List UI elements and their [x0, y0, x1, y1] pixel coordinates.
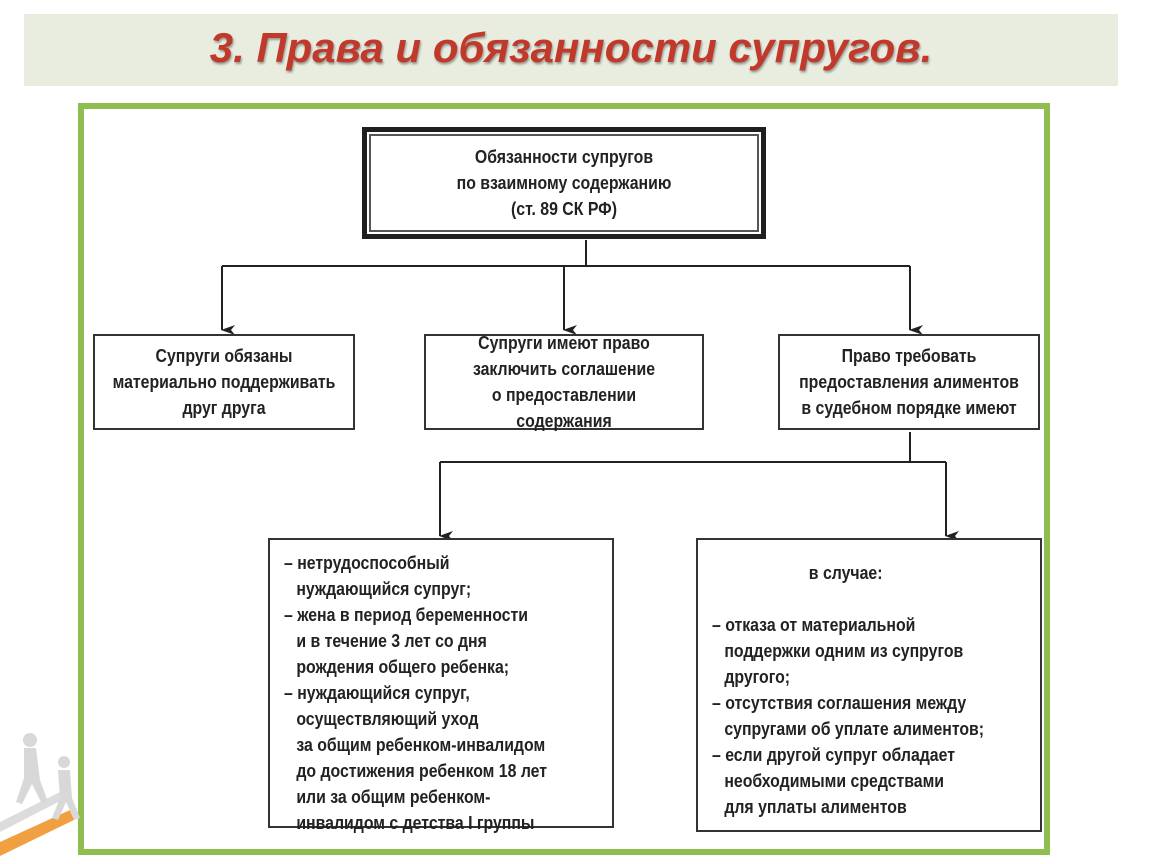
sub-right-line: необходимыми средствами: [724, 771, 945, 791]
slide-title: 3. Права и обязанности супругов.: [209, 24, 933, 71]
branch-2-line-2: заключить соглашение: [472, 359, 656, 379]
branch-1-line-3: друг друга: [182, 398, 266, 418]
sub-left-line: нуждающийся супруг;: [296, 579, 472, 599]
sub-left-line: осуществляющий уход: [296, 709, 479, 729]
branch-1-line-2: материально поддерживать: [112, 372, 336, 392]
sub-left-line: инвалидом с детства I группы: [296, 813, 535, 833]
branch-box-3: Право требовать предоставления алиментов…: [778, 334, 1040, 430]
branch-box-1: Супруги обязаны материально поддерживать…: [93, 334, 355, 430]
sub-right-line: другого;: [724, 667, 791, 687]
sub-right-line: для уплаты алиментов: [724, 797, 907, 817]
branch-2-line-3: о предоставлении содержания: [491, 385, 637, 431]
sub-left-line: за общим ребенком-инвалидом: [296, 735, 546, 755]
runner-decoration-icon: [0, 733, 80, 856]
root-line-1: Обязанности супругов: [474, 147, 654, 167]
branch-3-line-2: предоставления алиментов: [799, 372, 1019, 392]
sub-right-heading: в случае:: [808, 563, 883, 583]
sub-right-line: – если другой супруг обладает: [712, 745, 955, 765]
sub-left-line: и в течение 3 лет со дня: [296, 631, 487, 651]
root-box: Обязанности супругов по взаимному содерж…: [362, 127, 766, 239]
branch-3-line-1: Право требовать: [841, 346, 977, 366]
sub-left-line: – нетрудоспособный: [284, 553, 450, 573]
branch-3-line-3: в судебном порядке имеют: [801, 398, 1017, 418]
sub-right-line: супругами об уплате алиментов;: [724, 719, 985, 739]
sub-right-line: поддержки одним из супругов: [724, 641, 964, 661]
sub-left-line: до достижения ребенком 18 лет: [296, 761, 548, 781]
branch-box-2: Супруги имеют право заключить соглашение…: [424, 333, 704, 431]
sub-left-line: или за общим ребенком-: [296, 787, 491, 807]
sub-left-line: – нуждающийся супруг,: [284, 683, 470, 703]
sub-box-right: в случае: – отказа от материальной подде…: [696, 538, 1042, 832]
branch-1-line-1: Супруги обязаны: [155, 346, 293, 366]
branch-2-line-1: Супруги имеют право: [478, 333, 650, 353]
sub-left-line: рождения общего ребенка;: [296, 657, 510, 677]
root-line-3: (ст. 89 СК РФ): [511, 199, 617, 219]
sub-left-line: – жена в период беременности: [284, 605, 528, 625]
root-line-2: по взаимному содержанию: [456, 173, 672, 193]
sub-box-left: – нетрудоспособный нуждающийся супруг; –…: [268, 538, 614, 833]
title-bar: 3. Права и обязанности супругов.: [24, 14, 1118, 86]
sub-right-line: – отказа от материальной: [712, 615, 916, 635]
sub-right-line: – отсутствия соглашения между: [712, 693, 967, 713]
